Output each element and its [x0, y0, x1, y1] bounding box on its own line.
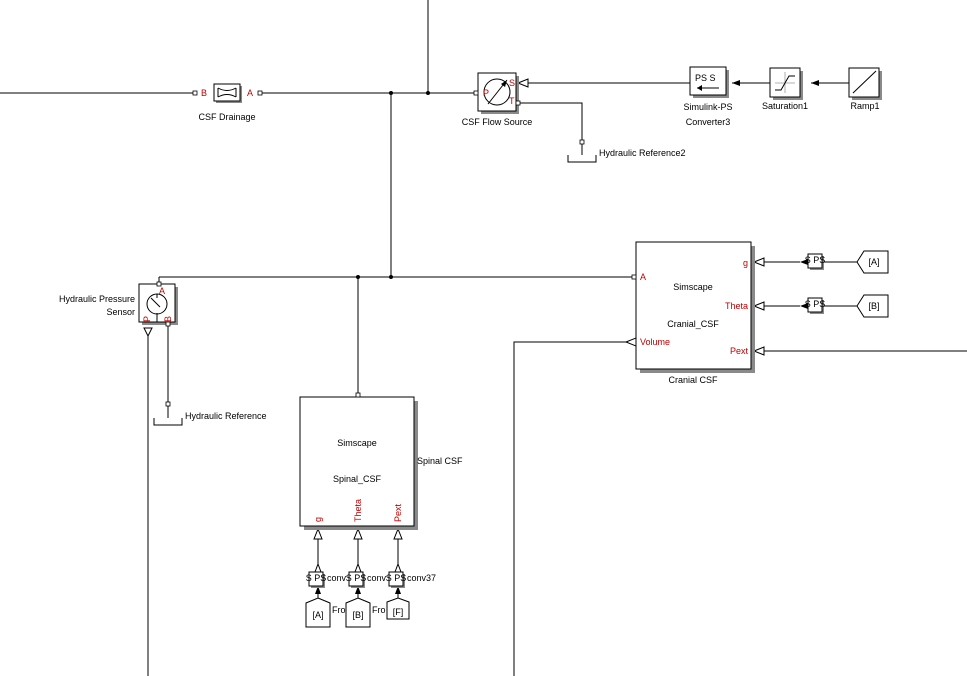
hydraulic-reference2-label: Hydraulic Reference2: [599, 148, 686, 158]
csf-drainage-port-b: B: [201, 88, 207, 98]
spinal-conv-pext-label: conv37: [407, 573, 436, 583]
sensor-port-p: P: [142, 316, 152, 322]
from-tag-spinal-b-label: [B]: [352, 610, 363, 620]
from-tag-cranial-a-label: [A]: [868, 257, 879, 267]
spinal-subtitle: Spinal_CSF: [333, 474, 382, 484]
csf-drainage-block[interactable]: B A CSF Drainage: [192, 83, 263, 122]
csf-drainage-port-a: A: [247, 88, 253, 98]
spinal-csf-label: Spinal CSF: [417, 456, 463, 466]
flow-source-port-t: T: [509, 96, 515, 106]
spinal-conv-g-glyph: S PS: [306, 573, 327, 583]
saturation1-label: Saturation1: [762, 101, 808, 111]
cranial-conv-g-glyph: S PS: [805, 255, 826, 265]
from-tag-spinal-b[interactable]: [B] Fro: [345, 597, 386, 628]
spinal-port-g: g: [313, 517, 323, 522]
hydraulic-reference-label: Hydraulic Reference: [185, 411, 267, 421]
cranial-conv-theta-glyph: S PS: [805, 299, 826, 309]
csf-flow-source-block[interactable]: P S T CSF Flow Source: [462, 72, 533, 127]
spinal-port-pext: Pext: [393, 503, 403, 522]
cranial-conv-theta-block[interactable]: S PS: [805, 297, 826, 314]
hydraulic-reference-block[interactable]: Hydraulic Reference: [153, 401, 267, 426]
converter3-label-line2: Converter3: [686, 117, 731, 127]
cranial-subtitle: Cranial_CSF: [667, 319, 719, 329]
cranial-csf-label: Cranial CSF: [668, 375, 718, 385]
ramp1-label: Ramp1: [850, 101, 879, 111]
spinal-title: Simscape: [337, 438, 377, 448]
cranial-title: Simscape: [673, 282, 713, 292]
csf-drainage-label: CSF Drainage: [198, 112, 255, 122]
from-tag-spinal-f[interactable]: [F]: [386, 597, 410, 620]
cranial-port-theta: Theta: [725, 301, 748, 311]
spinal-conv-pext-block[interactable]: S PS conv37: [386, 571, 436, 588]
junction-dots: [356, 91, 430, 279]
sensor-port-a: A: [159, 286, 165, 296]
from-label-first: Fro: [332, 605, 346, 615]
cranial-port-pext: Pext: [730, 346, 749, 356]
from-label-second: Fro: [372, 605, 386, 615]
sensor-port-b: B: [163, 316, 173, 322]
ramp1-block[interactable]: Ramp1: [848, 67, 882, 111]
cranial-port-g: g: [743, 258, 748, 268]
spinal-conv-theta-glyph: S PS: [346, 573, 367, 583]
from-tag-cranial-b-label: [B]: [868, 301, 879, 311]
flow-source-port-p: P: [483, 88, 489, 98]
from-tag-cranial-a[interactable]: [A]: [856, 250, 889, 274]
sensor-label-line1: Hydraulic Pressure: [59, 294, 135, 304]
cranial-port-volume: Volume: [640, 337, 670, 347]
spinal-conv-g-label: conv: [327, 573, 347, 583]
cranial-port-a: A: [640, 272, 646, 282]
spinal-conv-theta-block[interactable]: S PS conv: [346, 571, 387, 588]
csf-flow-source-label: CSF Flow Source: [462, 117, 533, 127]
from-tag-spinal-f-label: [F]: [393, 607, 404, 617]
hydraulic-pressure-sensor-block[interactable]: A P B Hydraulic Pressure Sensor: [59, 281, 178, 327]
flow-source-port-s: S: [509, 78, 515, 88]
spinal-conv-theta-label: conv: [367, 573, 387, 583]
from-tag-spinal-a-label: [A]: [312, 610, 323, 620]
spinal-conv-pext-glyph: S PS: [386, 573, 407, 583]
converter3-glyph: PS S: [695, 73, 716, 83]
spinal-conv-g-block[interactable]: S PS conv: [306, 571, 347, 588]
cranial-conv-g-block[interactable]: S PS: [805, 253, 826, 270]
spinal-csf-block[interactable]: Simscape Spinal_CSF g Theta Pext Spinal …: [299, 392, 463, 530]
arrowheads: [143, 78, 819, 594]
simulink-ps-converter3-block[interactable]: PS S Simulink-PS Converter3: [683, 66, 733, 127]
spinal-port-theta: Theta: [353, 499, 363, 522]
from-tag-spinal-a[interactable]: [A] Fro: [305, 597, 346, 628]
from-tag-cranial-b[interactable]: [B]: [856, 294, 889, 318]
cranial-csf-block[interactable]: A Volume g Theta Pext Simscape Cranial_C…: [631, 241, 755, 385]
hydraulic-reference2-block[interactable]: Hydraulic Reference2: [567, 139, 686, 163]
saturation1-block[interactable]: Saturation1: [762, 67, 808, 111]
sensor-label-line2: Sensor: [106, 307, 135, 317]
converter3-label-line1: Simulink-PS: [683, 102, 732, 112]
